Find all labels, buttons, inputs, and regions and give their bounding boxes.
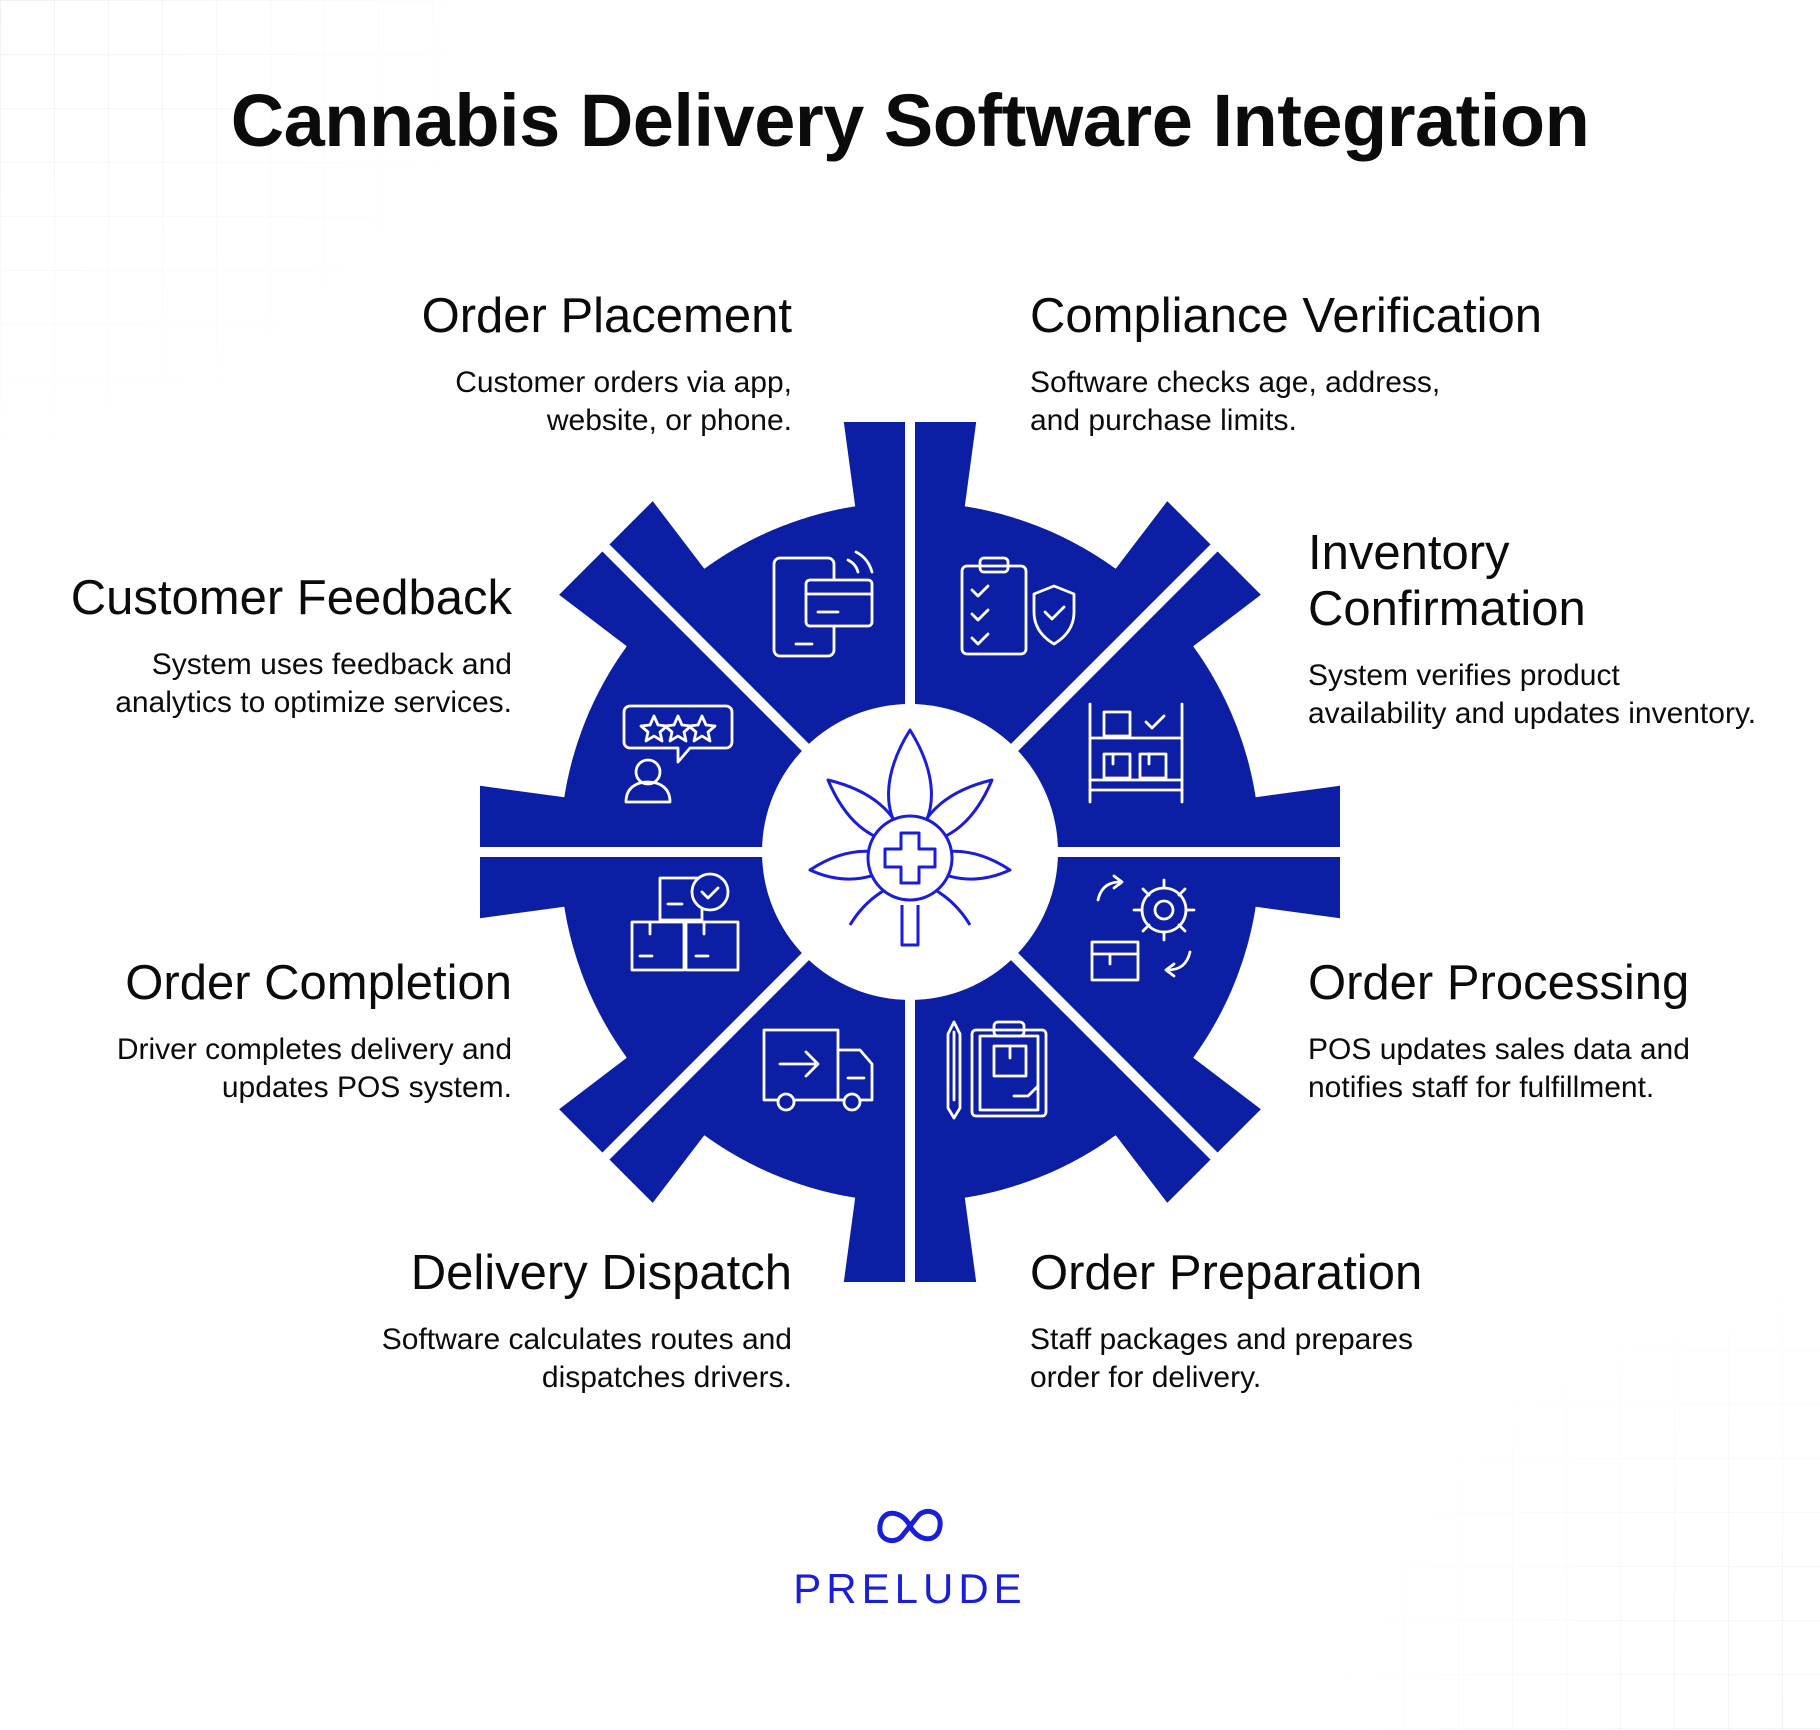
step-description: Software checks age, address,and purchas… [1030, 366, 1441, 437]
gear-box-arrows-icon [1090, 874, 1196, 982]
step-title: Customer Feedback [70, 571, 512, 625]
star-rating-user-icon [622, 704, 734, 804]
step-title: Order Preparation [1030, 1246, 1423, 1300]
boxes-check-icon [630, 872, 740, 972]
step-delivery-dispatch: Delivery Dispatch Software calculates ro… [232, 1245, 792, 1397]
step-order-preparation: Order Preparation Staff packages and pre… [1030, 1245, 1590, 1397]
warehouse-shelf-icon [1088, 702, 1184, 804]
step-description: Customer orders via app,website, or phon… [455, 366, 792, 437]
step-title: Compliance Verification [1030, 289, 1543, 343]
step-title: Order Placement [421, 289, 792, 343]
step-customer-feedback: Customer Feedback System uses feedback a… [0, 570, 512, 722]
clipboard-shield-icon [960, 556, 1076, 656]
step-title: Delivery Dispatch [410, 1246, 792, 1300]
delivery-truck-icon [762, 1028, 874, 1112]
mobile-payment-icon [772, 550, 874, 658]
cannabis-leaf-cross-icon [808, 728, 1012, 947]
logo-wordmark: PRELUDE [793, 1565, 1027, 1612]
step-order-placement: Order Placement Customer orders via app,… [232, 288, 792, 440]
clipboard-pen-icon [946, 1020, 1048, 1120]
infinity-loop-logo-icon [877, 1508, 943, 1544]
step-order-completion: Order Completion Driver completes delive… [0, 955, 512, 1107]
step-compliance-verification: Compliance Verification Software checks … [1030, 288, 1670, 440]
page-title: Cannabis Delivery Software Integration [230, 79, 1590, 162]
step-order-processing: Order Processing POS updates sales data … [1308, 955, 1808, 1107]
step-title: Order Processing [1308, 956, 1690, 1010]
step-title: Order Completion [125, 956, 512, 1010]
